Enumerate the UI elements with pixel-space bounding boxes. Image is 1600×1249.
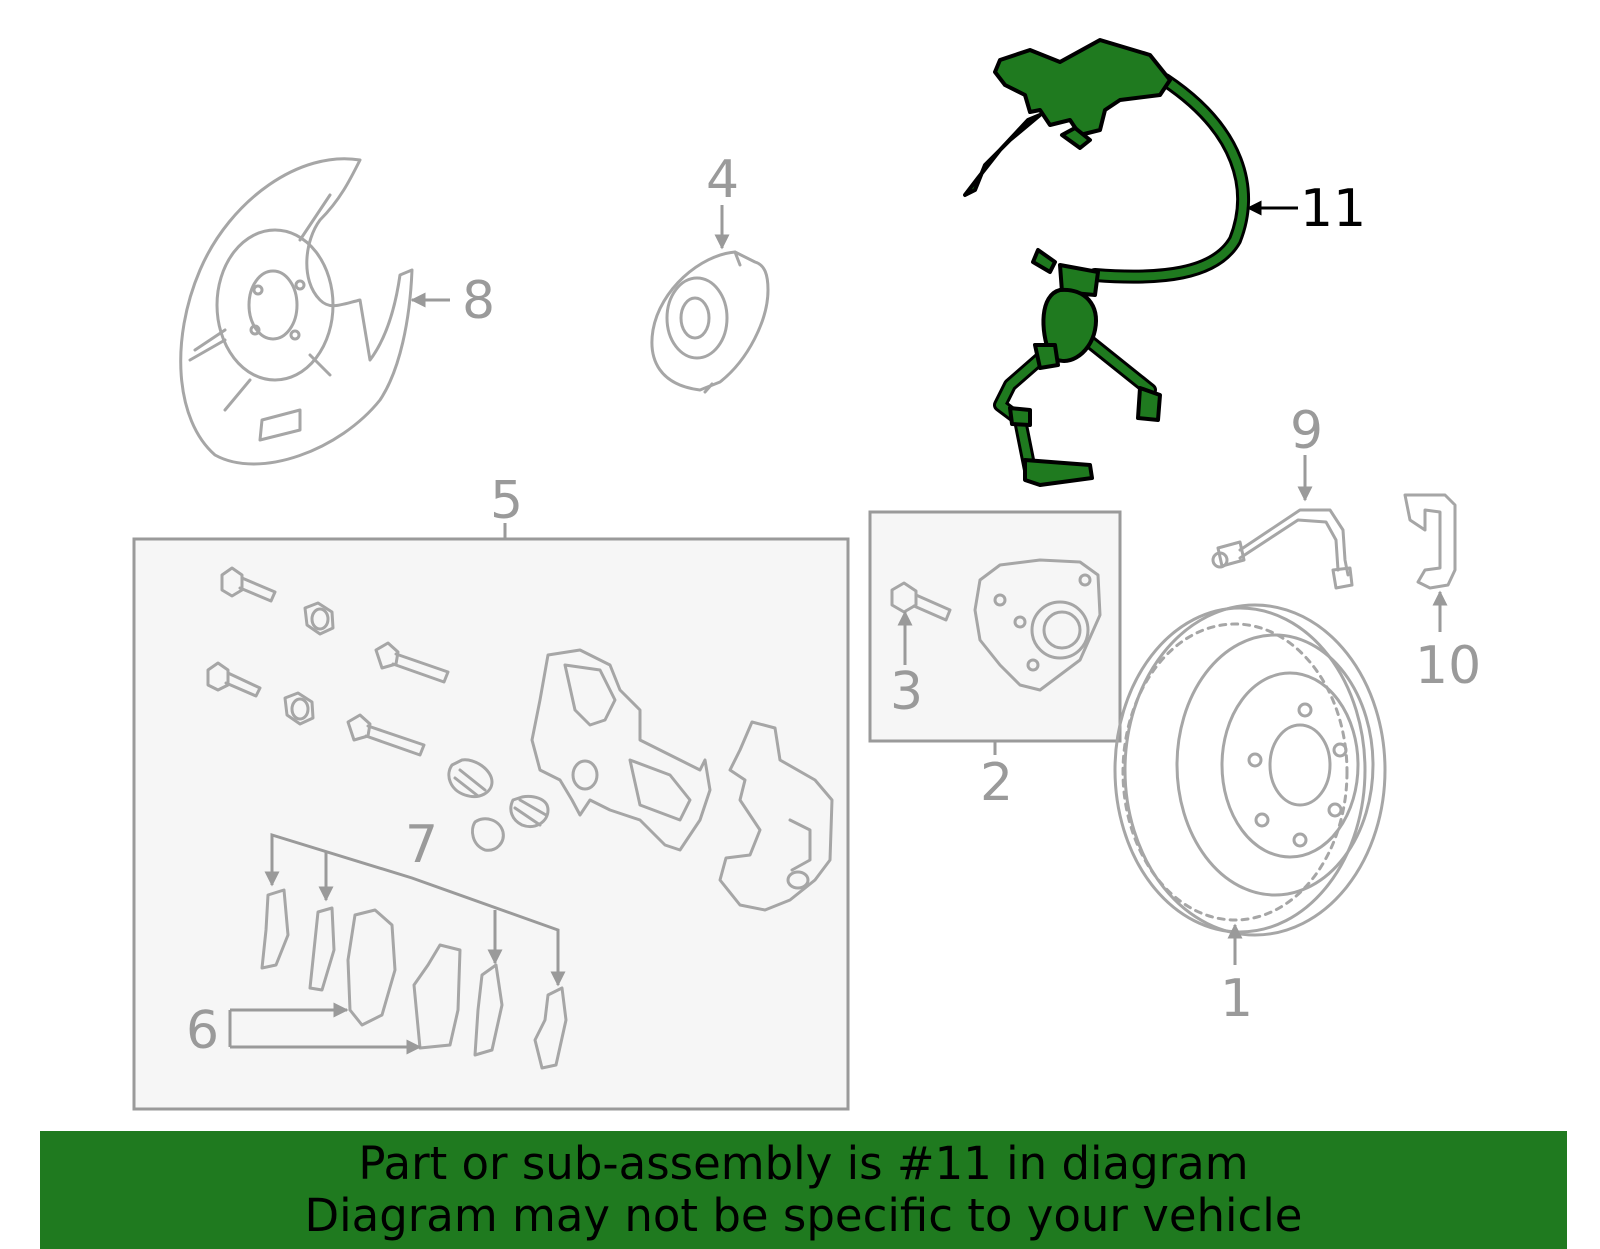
callout-8: 8 bbox=[462, 271, 495, 331]
callout-6: 6 bbox=[186, 1001, 219, 1061]
banner-line-1: Part or sub-assembly is #11 in diagram bbox=[358, 1137, 1249, 1190]
callout-6-leaders bbox=[228, 1002, 422, 1055]
callout-9: 9 bbox=[1290, 401, 1323, 461]
caliper-bracket[interactable] bbox=[718, 720, 834, 912]
part-8-dust-shield[interactable] bbox=[179, 157, 414, 466]
caliper-hardware[interactable] bbox=[206, 566, 550, 852]
callout-5: 5 bbox=[490, 471, 523, 531]
banner-line-2: Diagram may not be specific to your vehi… bbox=[304, 1189, 1303, 1242]
brake-pads-and-shims[interactable] bbox=[260, 888, 568, 1070]
callout-1: 1 bbox=[1220, 969, 1253, 1029]
part-4-shield[interactable] bbox=[650, 250, 770, 394]
part-10-bracket[interactable] bbox=[1403, 493, 1457, 590]
callout-11: 11 bbox=[1300, 179, 1366, 239]
callout-4: 4 bbox=[706, 150, 739, 210]
callout-10: 10 bbox=[1415, 636, 1481, 696]
part-11-abs-sensor-harness[interactable] bbox=[963, 38, 1251, 487]
part-9-brake-hose[interactable] bbox=[1211, 508, 1354, 590]
part-2-hub[interactable] bbox=[973, 558, 1102, 692]
callout-2: 2 bbox=[980, 753, 1013, 813]
callout-7-leaders bbox=[264, 832, 566, 987]
part-5-box bbox=[132, 537, 850, 1111]
caliper-body[interactable] bbox=[530, 648, 712, 852]
part-1-rotor[interactable] bbox=[1113, 603, 1387, 937]
part-3-bolt[interactable] bbox=[890, 581, 952, 622]
callout-3: 3 bbox=[890, 662, 923, 722]
callout-7: 7 bbox=[405, 815, 438, 875]
info-banner: Part or sub-assembly is #11 in diagram D… bbox=[40, 1131, 1567, 1249]
